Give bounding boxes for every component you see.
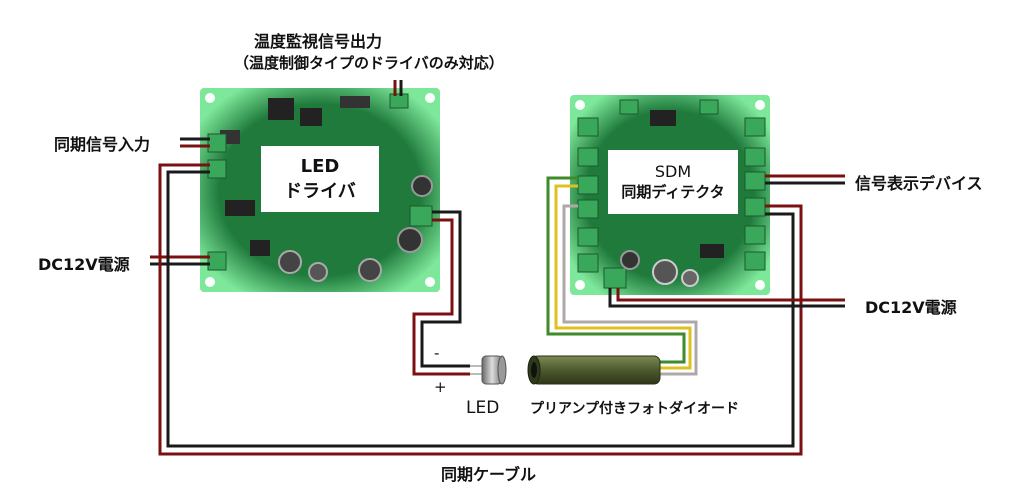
led-driver-label-line2: ドライバ xyxy=(284,180,356,202)
temp-monitor-label-line2: （温度制御タイプのドライバのみ対応） xyxy=(234,54,504,72)
sync-cable-label: 同期ケーブル xyxy=(441,465,537,484)
led-component xyxy=(470,355,507,385)
led-driver-label: LED ドライバ xyxy=(261,146,379,212)
sync-cable-wire xyxy=(158,163,803,456)
photodiode-component xyxy=(527,355,661,385)
led-driver-label-line1: LED xyxy=(300,155,340,177)
sync-input-label: 同期信号入力 xyxy=(54,135,151,154)
signal-display-wire xyxy=(765,174,845,185)
sdm-label-line1: SDM xyxy=(654,162,692,181)
temp-monitor-wire xyxy=(393,80,403,96)
temp-monitor-label-line1: 温度監視信号出力 xyxy=(254,32,383,51)
sdm-label-line2: 同期ディテクタ xyxy=(621,183,725,201)
dc12v-right-label: DC12V電源 xyxy=(865,298,957,317)
dc12v-left-label: DC12V電源 xyxy=(38,255,130,274)
sync-input-wire xyxy=(180,137,210,148)
photodiode-label: プリアンプ付きフォトダイオード xyxy=(530,401,740,417)
signal-display-label: 信号表示デバイス xyxy=(855,174,983,193)
led-minus-label: - xyxy=(434,344,440,362)
sdm-label: SDM 同期ディテクタ xyxy=(608,150,738,214)
led-wire xyxy=(412,210,470,376)
led-plus-label: + xyxy=(434,378,447,396)
led-label: LED xyxy=(466,398,500,418)
photodiode-wire xyxy=(546,176,698,376)
dc12v-right-wire xyxy=(608,288,845,308)
